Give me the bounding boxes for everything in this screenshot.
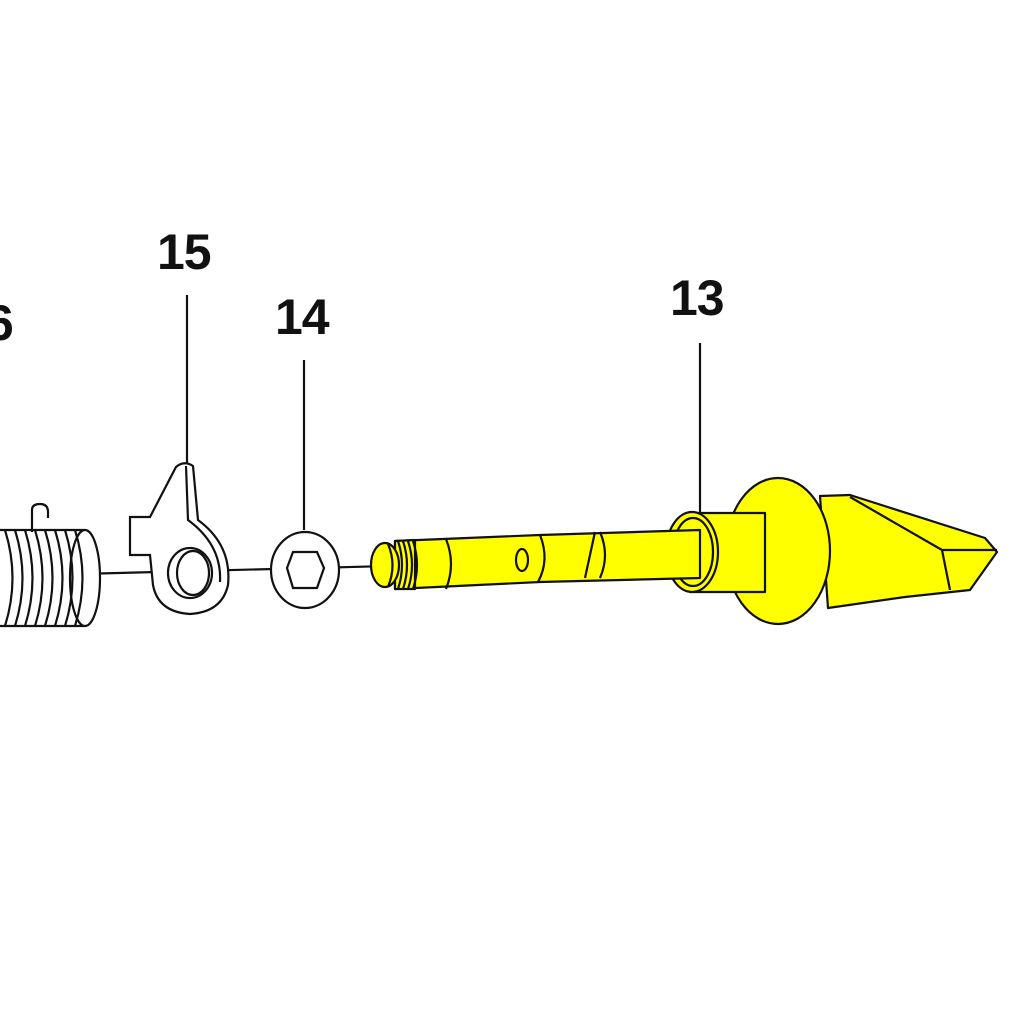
lever-part-15[interactable] [128,462,230,616]
callout-label-partial: 6 [0,298,14,348]
spring-part[interactable] [0,502,102,628]
callout-label-14: 14 [275,289,330,345]
shaft-part-13[interactable] [369,476,999,626]
washer-part-14[interactable] [269,530,341,610]
callout-label-15: 15 [157,224,212,280]
callout-label-13: 13 [670,270,725,326]
spring-hook [30,502,50,532]
